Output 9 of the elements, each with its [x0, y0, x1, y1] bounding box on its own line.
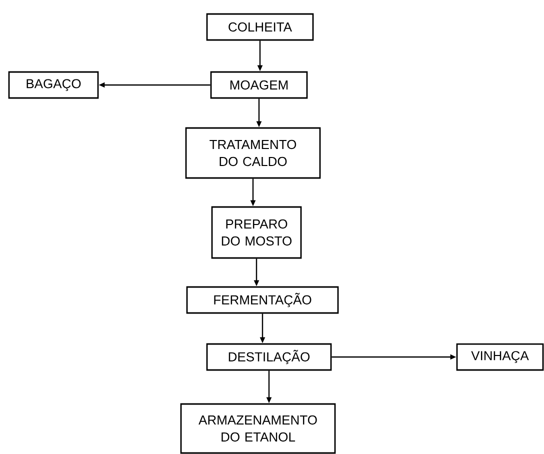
process-box: VINHAÇA [456, 343, 544, 371]
process-box: DESTILAÇÃO [206, 343, 332, 371]
process-box: MOAGEM [210, 71, 308, 99]
process-box: ARMAZENAMENTO DO ETANOL [180, 403, 336, 454]
process-box: PREPARO DO MOSTO [211, 206, 302, 259]
process-box: FERMENTAÇÃO [186, 286, 339, 314]
process-box: TRATAMENTO DO CALDO [185, 127, 321, 179]
process-box: COLHEITA [206, 13, 314, 41]
process-box: BAGAÇO [8, 71, 99, 99]
